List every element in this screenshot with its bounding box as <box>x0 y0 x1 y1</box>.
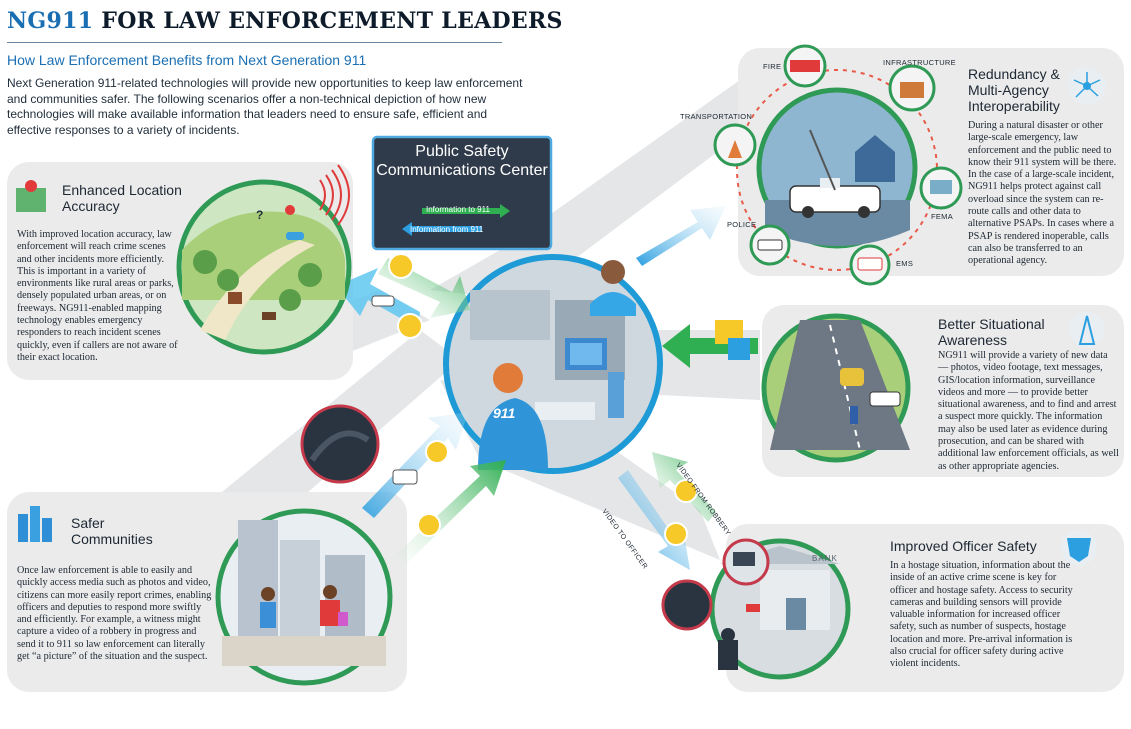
location-scene-circle <box>176 179 352 355</box>
location-body: With improved location accuracy, law enf… <box>17 229 178 363</box>
title-divider <box>7 42 502 43</box>
bank-sign: BANK <box>812 554 838 563</box>
page-subtitle: How Law Enforcement Benefits from Next G… <box>7 52 367 68</box>
label-fema: FEMA <box>931 212 954 221</box>
driver-video-circle <box>300 404 449 537</box>
title-accent: NG911 <box>7 8 94 34</box>
city-icon <box>18 506 52 542</box>
label-police: POLICE <box>727 220 757 229</box>
label-fire: FIRE <box>763 62 782 71</box>
dispatcher-badge: 911 <box>493 405 516 421</box>
awareness-scene-circle <box>761 313 911 463</box>
officer-body: In a hostage situation, information abou… <box>890 560 1073 670</box>
label-ems: EMS <box>896 259 914 268</box>
label-infrastructure: INFRASTRUCTURE <box>883 58 956 67</box>
safer-title: Safer Communities <box>71 515 153 547</box>
label-transportation: TRANSPORTATION <box>680 112 753 121</box>
location-badges <box>371 253 423 339</box>
camera-video-circles <box>661 479 770 631</box>
awareness-badges <box>715 320 750 360</box>
psc-box <box>371 135 553 251</box>
psc-title: Public Safety Communications Center <box>376 143 548 179</box>
tower-icon <box>1069 312 1105 348</box>
redundancy-title: Redundancy & Multi-Agency Interoperabili… <box>968 66 1060 114</box>
safer-body: Once law enforcement is able to easily a… <box>17 565 212 663</box>
map-pin-icon <box>16 180 46 212</box>
intro-paragraph: Next Generation 911-related technologies… <box>7 76 523 137</box>
awareness-title: Better Situational Awareness <box>938 316 1045 348</box>
safer-scene-circle <box>215 508 393 686</box>
info-to-911-label: Information to 911 <box>426 205 490 214</box>
network-icon <box>1068 67 1106 105</box>
shield-icon <box>1061 530 1097 566</box>
title-rest: FOR LAW ENFORCEMENT LEADERS <box>93 8 563 34</box>
question-mark: ? <box>256 208 264 222</box>
officer-title: Improved Officer Safety <box>890 538 1037 554</box>
redundancy-ring <box>736 69 938 271</box>
page-title: NG911 FOR LAW ENFORCEMENT LEADERS <box>7 8 563 34</box>
center-dispatch-circle <box>443 254 663 474</box>
info-from-911-label: Information from 911 <box>410 225 484 234</box>
agency-icons <box>713 44 963 286</box>
location-title: Enhanced Location Accuracy <box>62 182 182 214</box>
signal-arcs <box>319 164 350 226</box>
redundancy-body: During a natural disaster or other large… <box>968 120 1117 267</box>
awareness-body: NG911 will provide a variety of new data… <box>938 350 1119 472</box>
